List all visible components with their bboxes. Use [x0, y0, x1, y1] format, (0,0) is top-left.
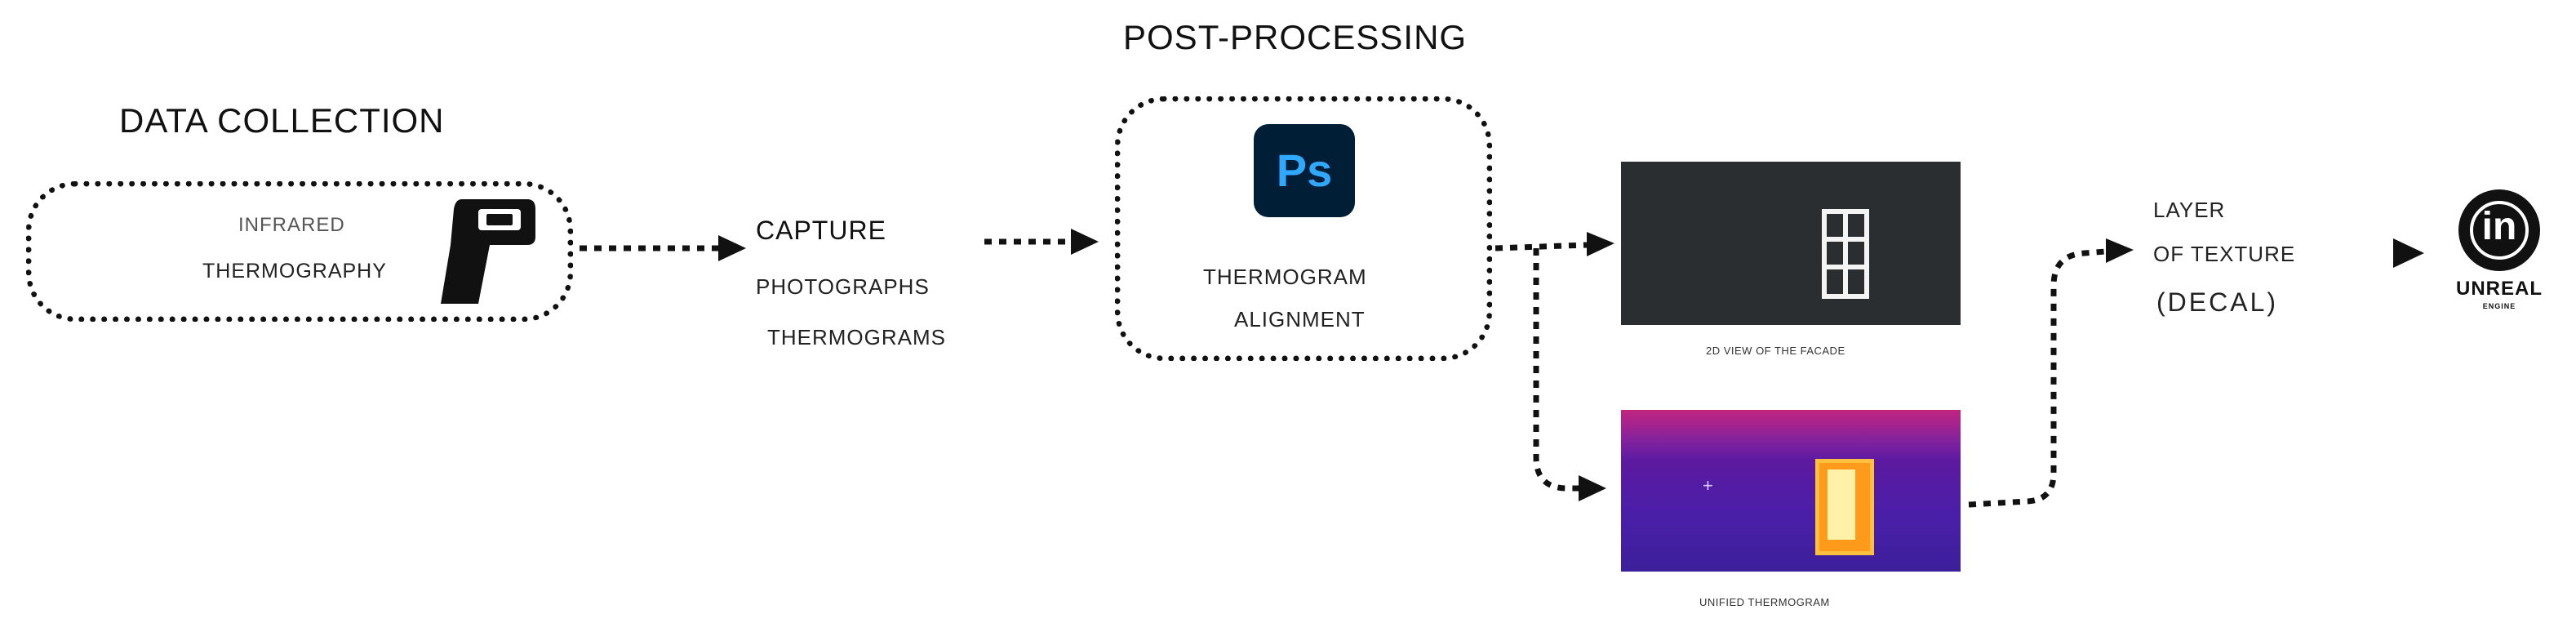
capture-thermograms: THERMOGRAMS	[767, 325, 946, 349]
thermometer-gun-icon	[441, 199, 535, 304]
decal-label: (DECAL)	[2156, 287, 2279, 317]
thermography-label: THERMOGRAPHY	[202, 260, 387, 283]
heading-data-collection: DATA COLLECTION	[119, 101, 445, 140]
engine-logo-subtext: ENGINE	[2482, 302, 2516, 310]
alignment-label: ALIGNMENT	[1234, 307, 1366, 332]
crosshair-icon: +	[1703, 475, 1713, 496]
layer-label: LAYER	[2153, 198, 2226, 222]
thermogram-caption: UNIFIED THERMOGRAM	[1699, 596, 1830, 608]
arrow-thermogram-to-layer	[1968, 238, 2134, 508]
of-texture-label: OF TEXTURE	[2153, 242, 2296, 266]
arrow-collection-to-capture	[580, 235, 746, 261]
unreal-engine-logo-icon: in	[2458, 189, 2540, 271]
thermogram-label: THERMOGRAM	[1203, 265, 1367, 289]
data-collection-box	[26, 181, 573, 322]
arrow-capture-to-postprocessing	[984, 229, 1099, 255]
photoshop-logo-icon: Ps	[1254, 124, 1355, 217]
infrared-label: INFRARED	[238, 214, 345, 236]
heading-post-processing: POST-PROCESSING	[1123, 18, 1468, 56]
facade-window	[1822, 209, 1869, 299]
unreal-logo-text: UNREAL	[2456, 278, 2543, 300]
thermogram-image: +	[1621, 410, 1961, 572]
post-processing-box	[1115, 96, 1492, 361]
photoshop-logo-text: Ps	[1276, 145, 1333, 196]
capture-photographs: PHOTOGRAPHS	[756, 274, 930, 299]
facade-caption: 2D VIEW OF THE FACADE	[1706, 345, 1845, 357]
capture-title: CAPTURE	[756, 216, 886, 245]
arrow-layer-to-engine	[2393, 238, 2424, 268]
arrow-postprocessing-to-facade	[1495, 232, 1614, 256]
thermogram-window	[1815, 459, 1874, 555]
arrow-branch-to-thermogram	[1533, 248, 1606, 501]
facade-image	[1621, 162, 1961, 325]
